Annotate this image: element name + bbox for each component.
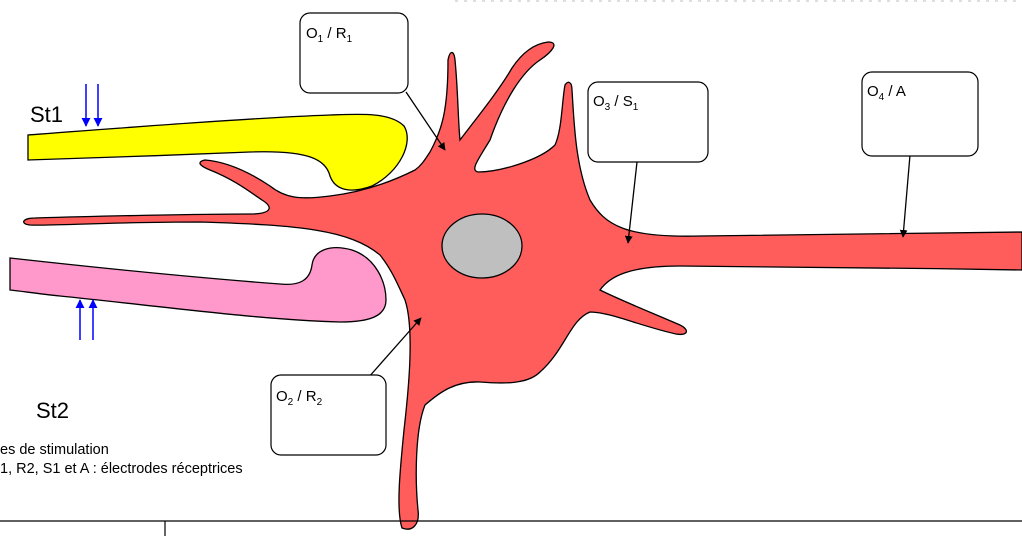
axon-st1 xyxy=(28,114,407,190)
st2-label: St2 xyxy=(36,398,69,423)
st1-label: St1 xyxy=(30,102,63,127)
electrode-o4-pointer xyxy=(903,155,910,237)
st2-stimulation-arrows xyxy=(80,300,93,340)
electrode-o3-box: O3 / S1 xyxy=(588,82,708,162)
legend-line-2: 1, R2, S1 et A : électrodes réceptrices xyxy=(0,461,243,477)
nucleus xyxy=(442,214,522,278)
st1-stimulation-arrows xyxy=(86,84,98,126)
axon-st2 xyxy=(10,248,386,322)
legend-line-1: es de stimulation xyxy=(0,442,109,458)
electrode-o1-pointer xyxy=(406,92,445,150)
electrode-o1-box: O1 / R1 xyxy=(300,13,408,93)
electrode-o4-box: O4 / A xyxy=(862,72,978,156)
electrode-o2-box: O2 / R2 xyxy=(271,375,386,455)
